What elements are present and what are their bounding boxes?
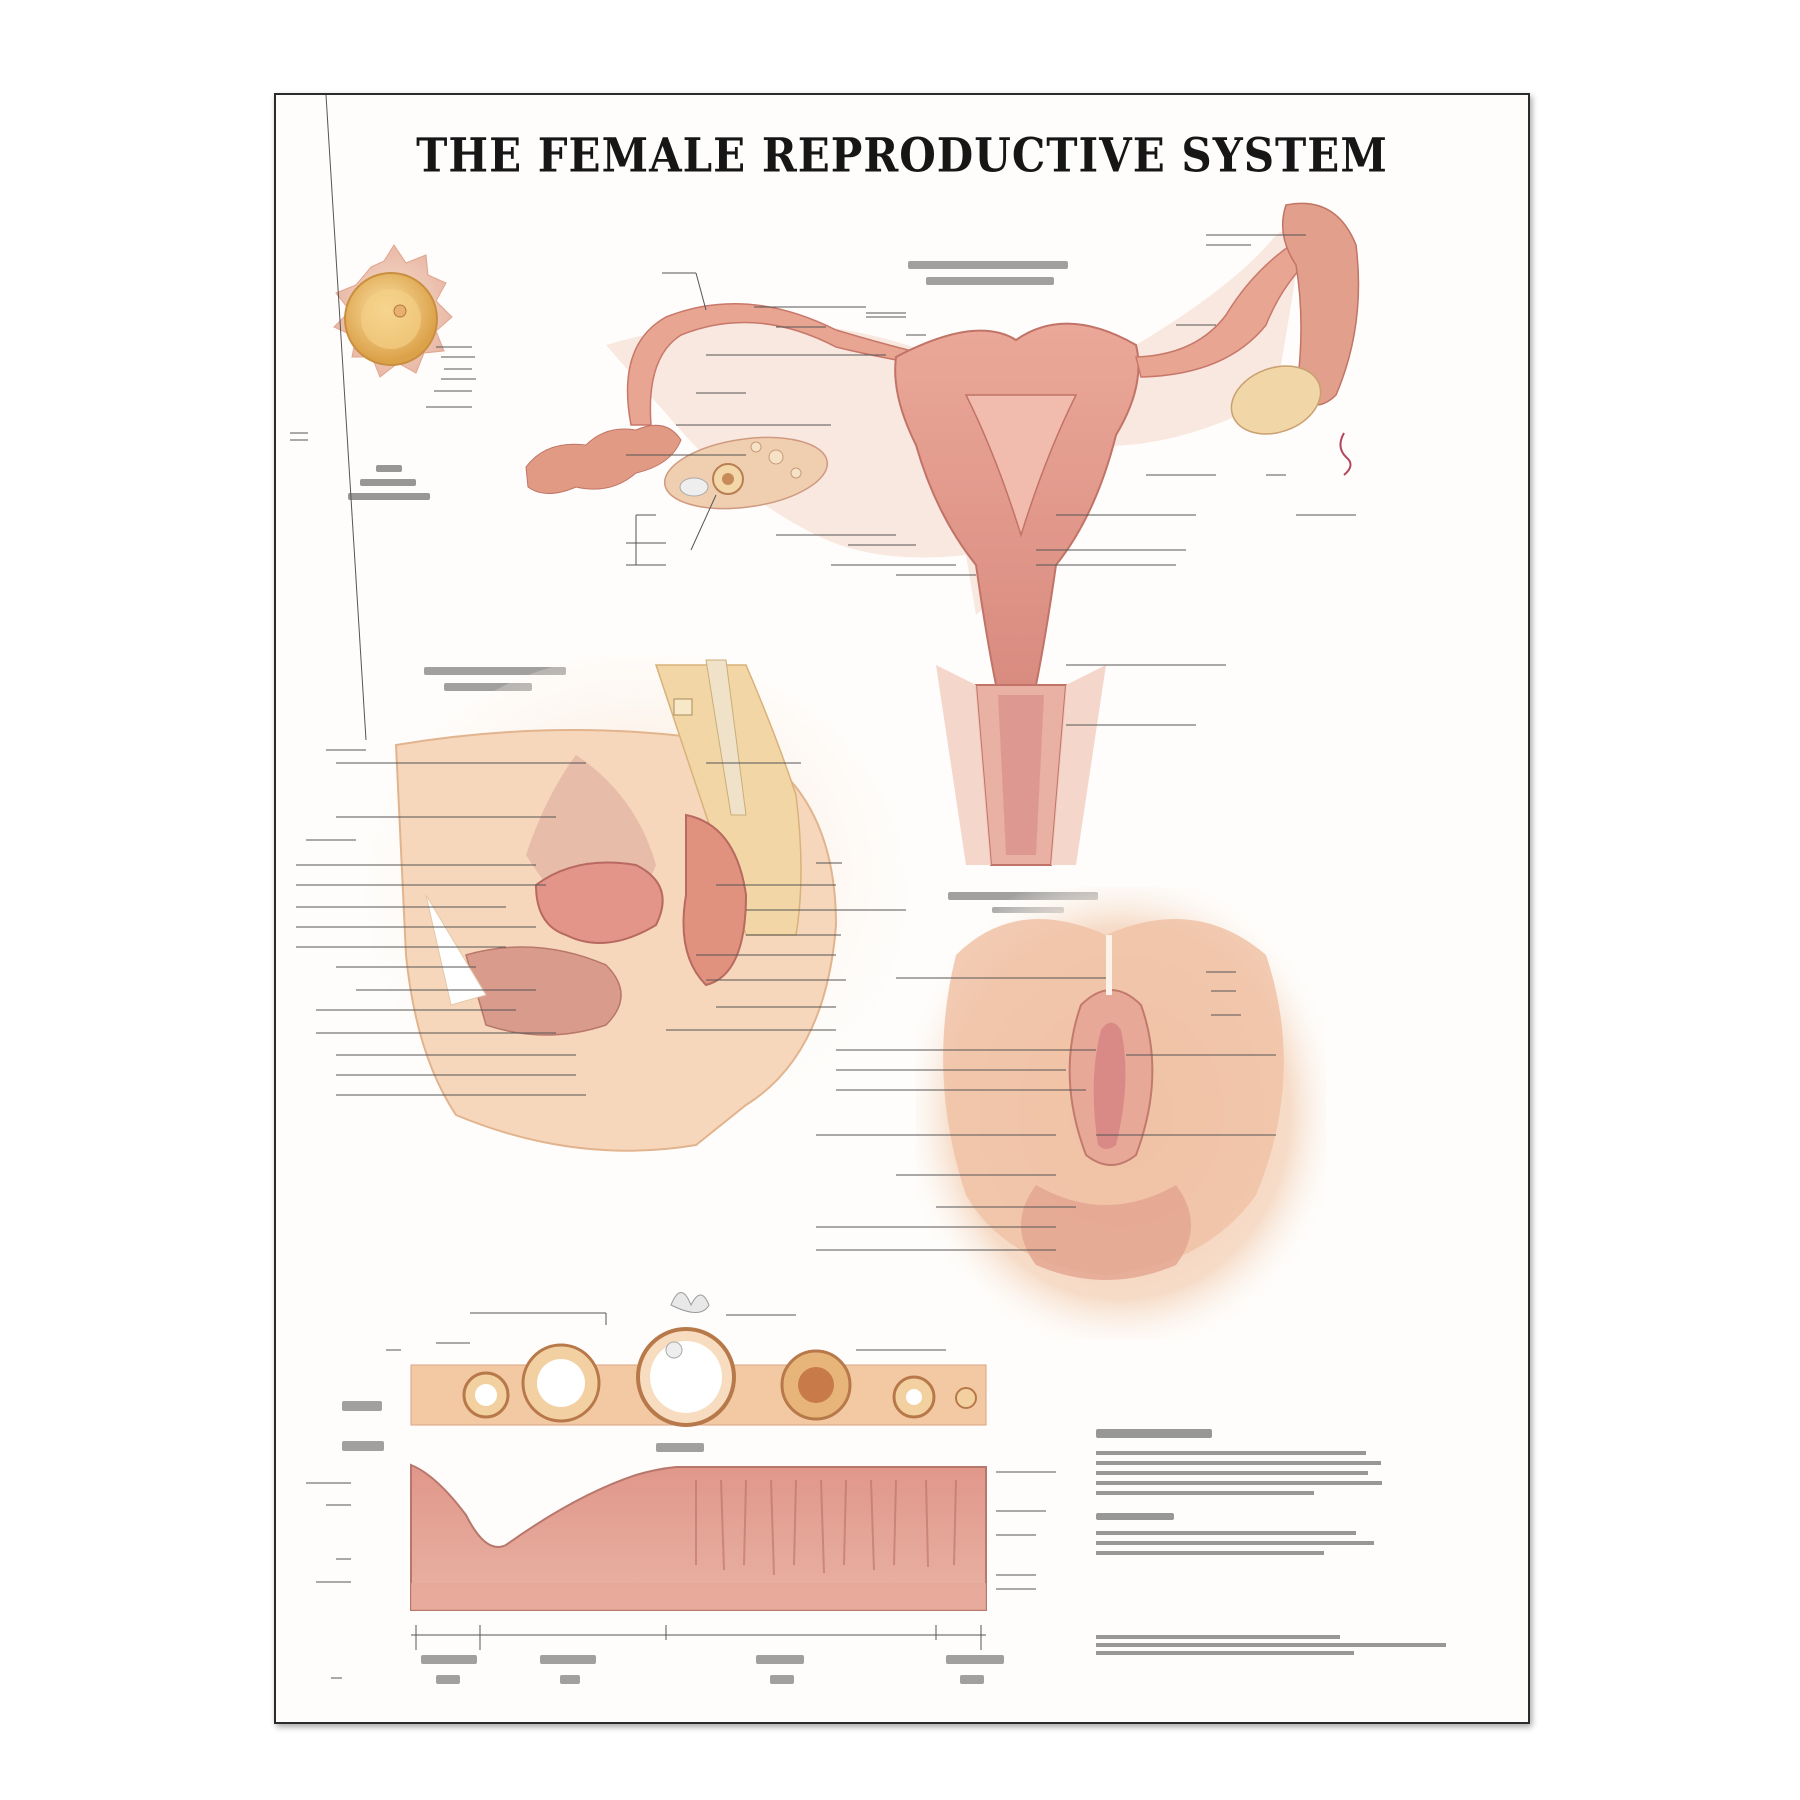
poster-artwork <box>290 95 1446 1684</box>
endometrial-cycle-illustration <box>306 1443 1056 1684</box>
poster-title: THE FEMALE REPRODUCTIVE SYSTEM <box>416 128 1388 183</box>
pelvic-section-illustration <box>296 95 906 1152</box>
cycle-text-block <box>1096 1429 1446 1655</box>
ovarian-cycle-illustration <box>342 1292 987 1451</box>
anatomy-poster: THE FEMALE REPRODUCTIVE SYSTEM <box>274 93 1530 1724</box>
uterus-illustration <box>525 202 1360 866</box>
ovum-illustration <box>290 244 476 500</box>
perineum-illustration <box>816 887 1326 1339</box>
